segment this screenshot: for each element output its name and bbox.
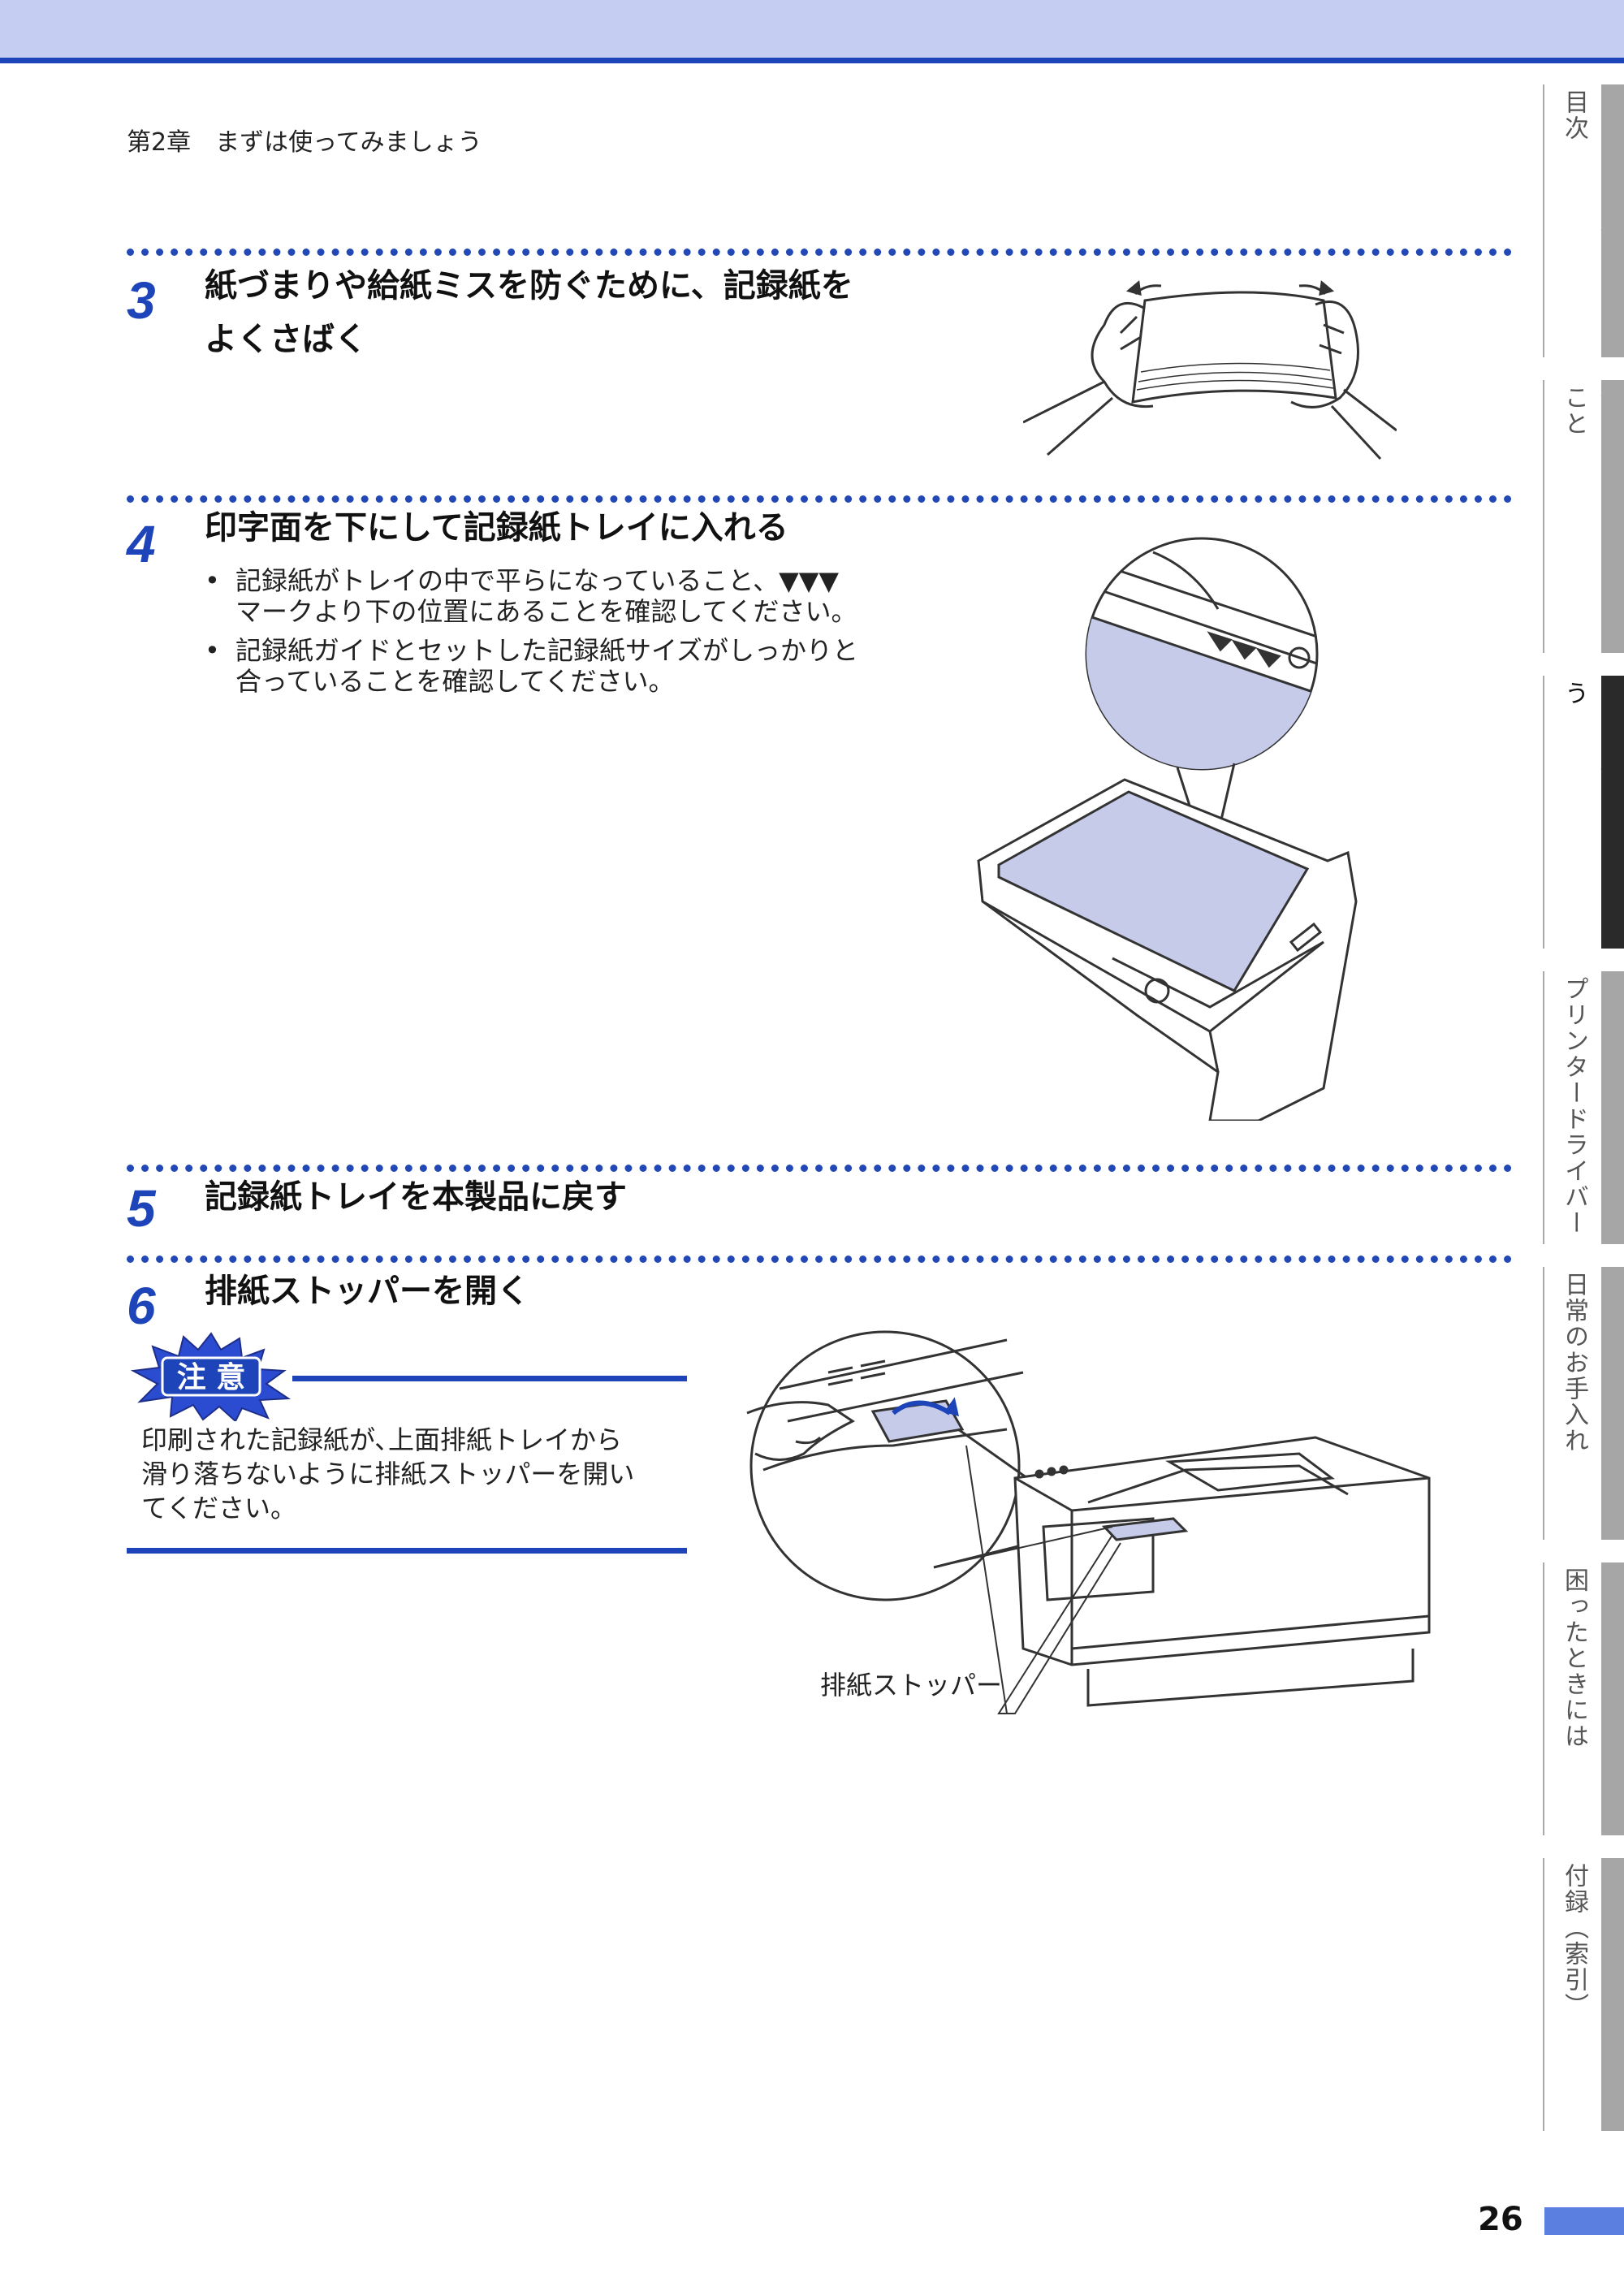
top-color-band [0, 0, 1624, 63]
tab-maintenance[interactable]: 日常のお手入れ [1543, 1267, 1624, 1540]
tab-before-use[interactable]: 使う前に知ってほしいこと [1543, 380, 1624, 653]
step-6-title: 排紙ストッパーを開く [205, 1273, 529, 1310]
step-divider [127, 1256, 1512, 1263]
step-4-bullet-2: • 記録紙ガイドとセットした記録紙サイズがしっかりと 合っていることを確認してく… [205, 635, 859, 697]
step-4-bullet-1: • 記録紙がトレイの中で平らになっていること、▼▼▼ マークより下の位置にあるこ… [205, 565, 857, 627]
step-number-4: 4 [127, 515, 156, 573]
caution-top-rule [292, 1376, 687, 1381]
caution-badge-icon: 注 意 [130, 1332, 292, 1421]
step-3-title-line1: 紙づまりや給紙ミスを防ぐために、記録紙を [205, 267, 853, 305]
printer-illustration [746, 1330, 1431, 1714]
caution-bottom-rule [127, 1548, 687, 1554]
svg-text:注 意: 注 意 [177, 1361, 246, 1394]
tab-appendix-index[interactable]: 付録（索引） [1543, 1858, 1624, 2131]
caution-text: 印刷された記録紙が､上面排紙トレイから 滑り落ちないように排紙ストッパーを開い … [141, 1424, 635, 1524]
chapter-header: 第2章 まずは使ってみましょう [127, 128, 482, 157]
step-3-title-line2: よくさばく [205, 321, 367, 358]
tab-troubleshooting[interactable]: 困ったときには [1543, 1562, 1624, 1835]
paper-tray-illustration [977, 537, 1358, 1121]
page-number: 26 [1478, 2201, 1523, 2238]
step-number-5: 5 [127, 1179, 156, 1238]
step-divider [127, 495, 1512, 503]
tab-printer-driver[interactable]: プリンタードライバー [1543, 971, 1624, 1244]
tab-guide-contents[interactable]: 本ガイドの使いかた・目次 [1543, 84, 1624, 357]
page-number-bar [1544, 2207, 1624, 2235]
hands-fanning-paper-illustration [1023, 280, 1397, 460]
step-4-title: 印字面を下にして記録紙トレイに入れる [205, 509, 788, 547]
step-number-3: 3 [127, 271, 156, 330]
step-5-title: 記録紙トレイを本製品に戻す [205, 1178, 627, 1216]
step-number-6: 6 [127, 1277, 156, 1335]
step-divider [127, 249, 1512, 256]
tab-getting-started[interactable]: まずは使ってみましょう [1543, 676, 1624, 949]
stopper-label: 排紙ストッパー [820, 1670, 1003, 1701]
step-divider [127, 1165, 1512, 1172]
